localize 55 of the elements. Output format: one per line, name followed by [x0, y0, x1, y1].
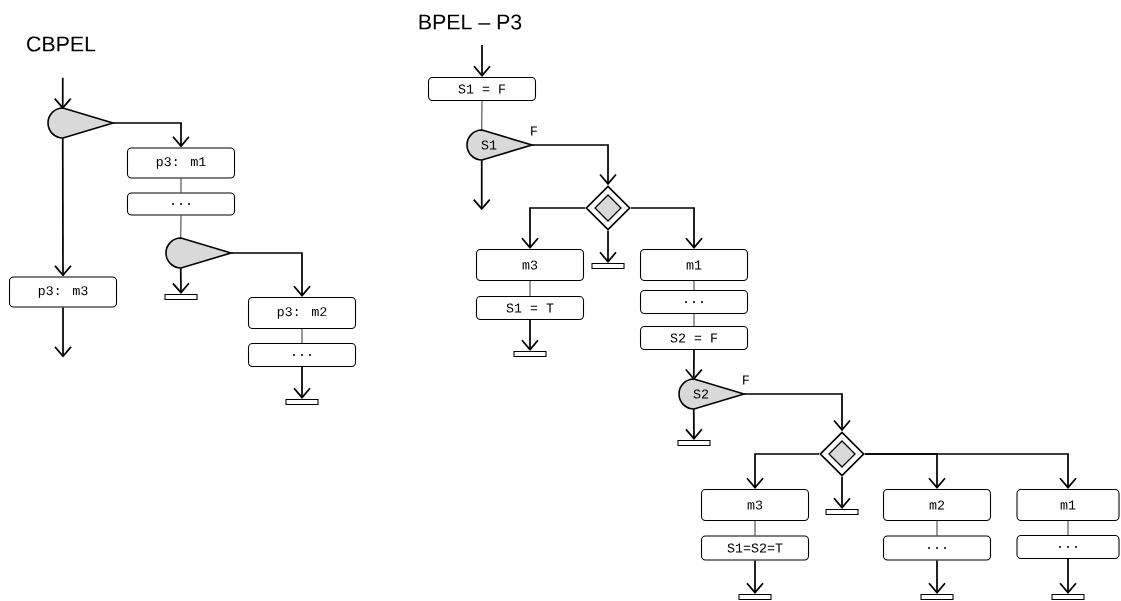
- arrow: [472, 159, 491, 211]
- decision-shape: [47, 107, 114, 139]
- diagram-heading: CBPEL: [27, 36, 96, 52]
- diagram-heading: BPEL – P3: [419, 14, 522, 30]
- arrow: [53, 76, 72, 110]
- arrow: [112, 122, 190, 148]
- arrow: [54, 137, 72, 277]
- process-box: m1: [639, 248, 749, 282]
- arrow: [521, 319, 539, 351]
- end-bar: [738, 593, 772, 601]
- process-box: ...: [247, 342, 357, 368]
- arrow: [630, 207, 703, 249]
- end-bar: [591, 262, 625, 270]
- process-box: p3: m3: [8, 276, 118, 308]
- process-box: m2: [882, 488, 992, 522]
- arrow: [833, 476, 851, 509]
- arrow: [54, 306, 72, 358]
- gateway-diamond: [819, 431, 865, 477]
- process-box: ...: [126, 192, 236, 216]
- decision-shape: [165, 237, 232, 269]
- process-box: p3: m1: [126, 147, 236, 179]
- process-box: p3: m2: [247, 296, 357, 330]
- process-box: ...: [1016, 534, 1120, 560]
- arrow: [928, 559, 946, 594]
- arrow: [746, 559, 764, 594]
- process-box: ...: [882, 535, 992, 561]
- end-bar: [825, 508, 859, 516]
- process-box: S1=S2=T: [700, 535, 810, 561]
- process-box: m3: [475, 248, 585, 282]
- arrow: [473, 44, 491, 77]
- end-bar: [1051, 593, 1085, 601]
- arrow: [685, 408, 703, 440]
- end-bar: [285, 398, 319, 406]
- arrow: [864, 453, 1077, 489]
- arrow: [230, 252, 311, 297]
- arrow: [1059, 558, 1077, 594]
- process-box: ...: [639, 289, 749, 315]
- arrow: [743, 393, 851, 432]
- arrow: [293, 366, 311, 399]
- end-bar: [164, 293, 198, 301]
- end-bar: [920, 593, 954, 601]
- arrow: [521, 207, 586, 249]
- process-box: S1 = T: [475, 295, 585, 321]
- process-box: m3: [700, 488, 810, 522]
- arrow: [599, 230, 617, 263]
- arrow: [684, 349, 703, 381]
- process-box: S2 = F: [639, 325, 749, 351]
- process-box: m1: [1016, 488, 1120, 522]
- process-box: S1 = F: [427, 76, 537, 102]
- gateway-diamond: [585, 185, 631, 231]
- end-bar: [677, 439, 711, 447]
- end-bar: [513, 350, 547, 358]
- arrow: [746, 453, 820, 489]
- arrow: [531, 144, 617, 186]
- arrow: [172, 267, 190, 294]
